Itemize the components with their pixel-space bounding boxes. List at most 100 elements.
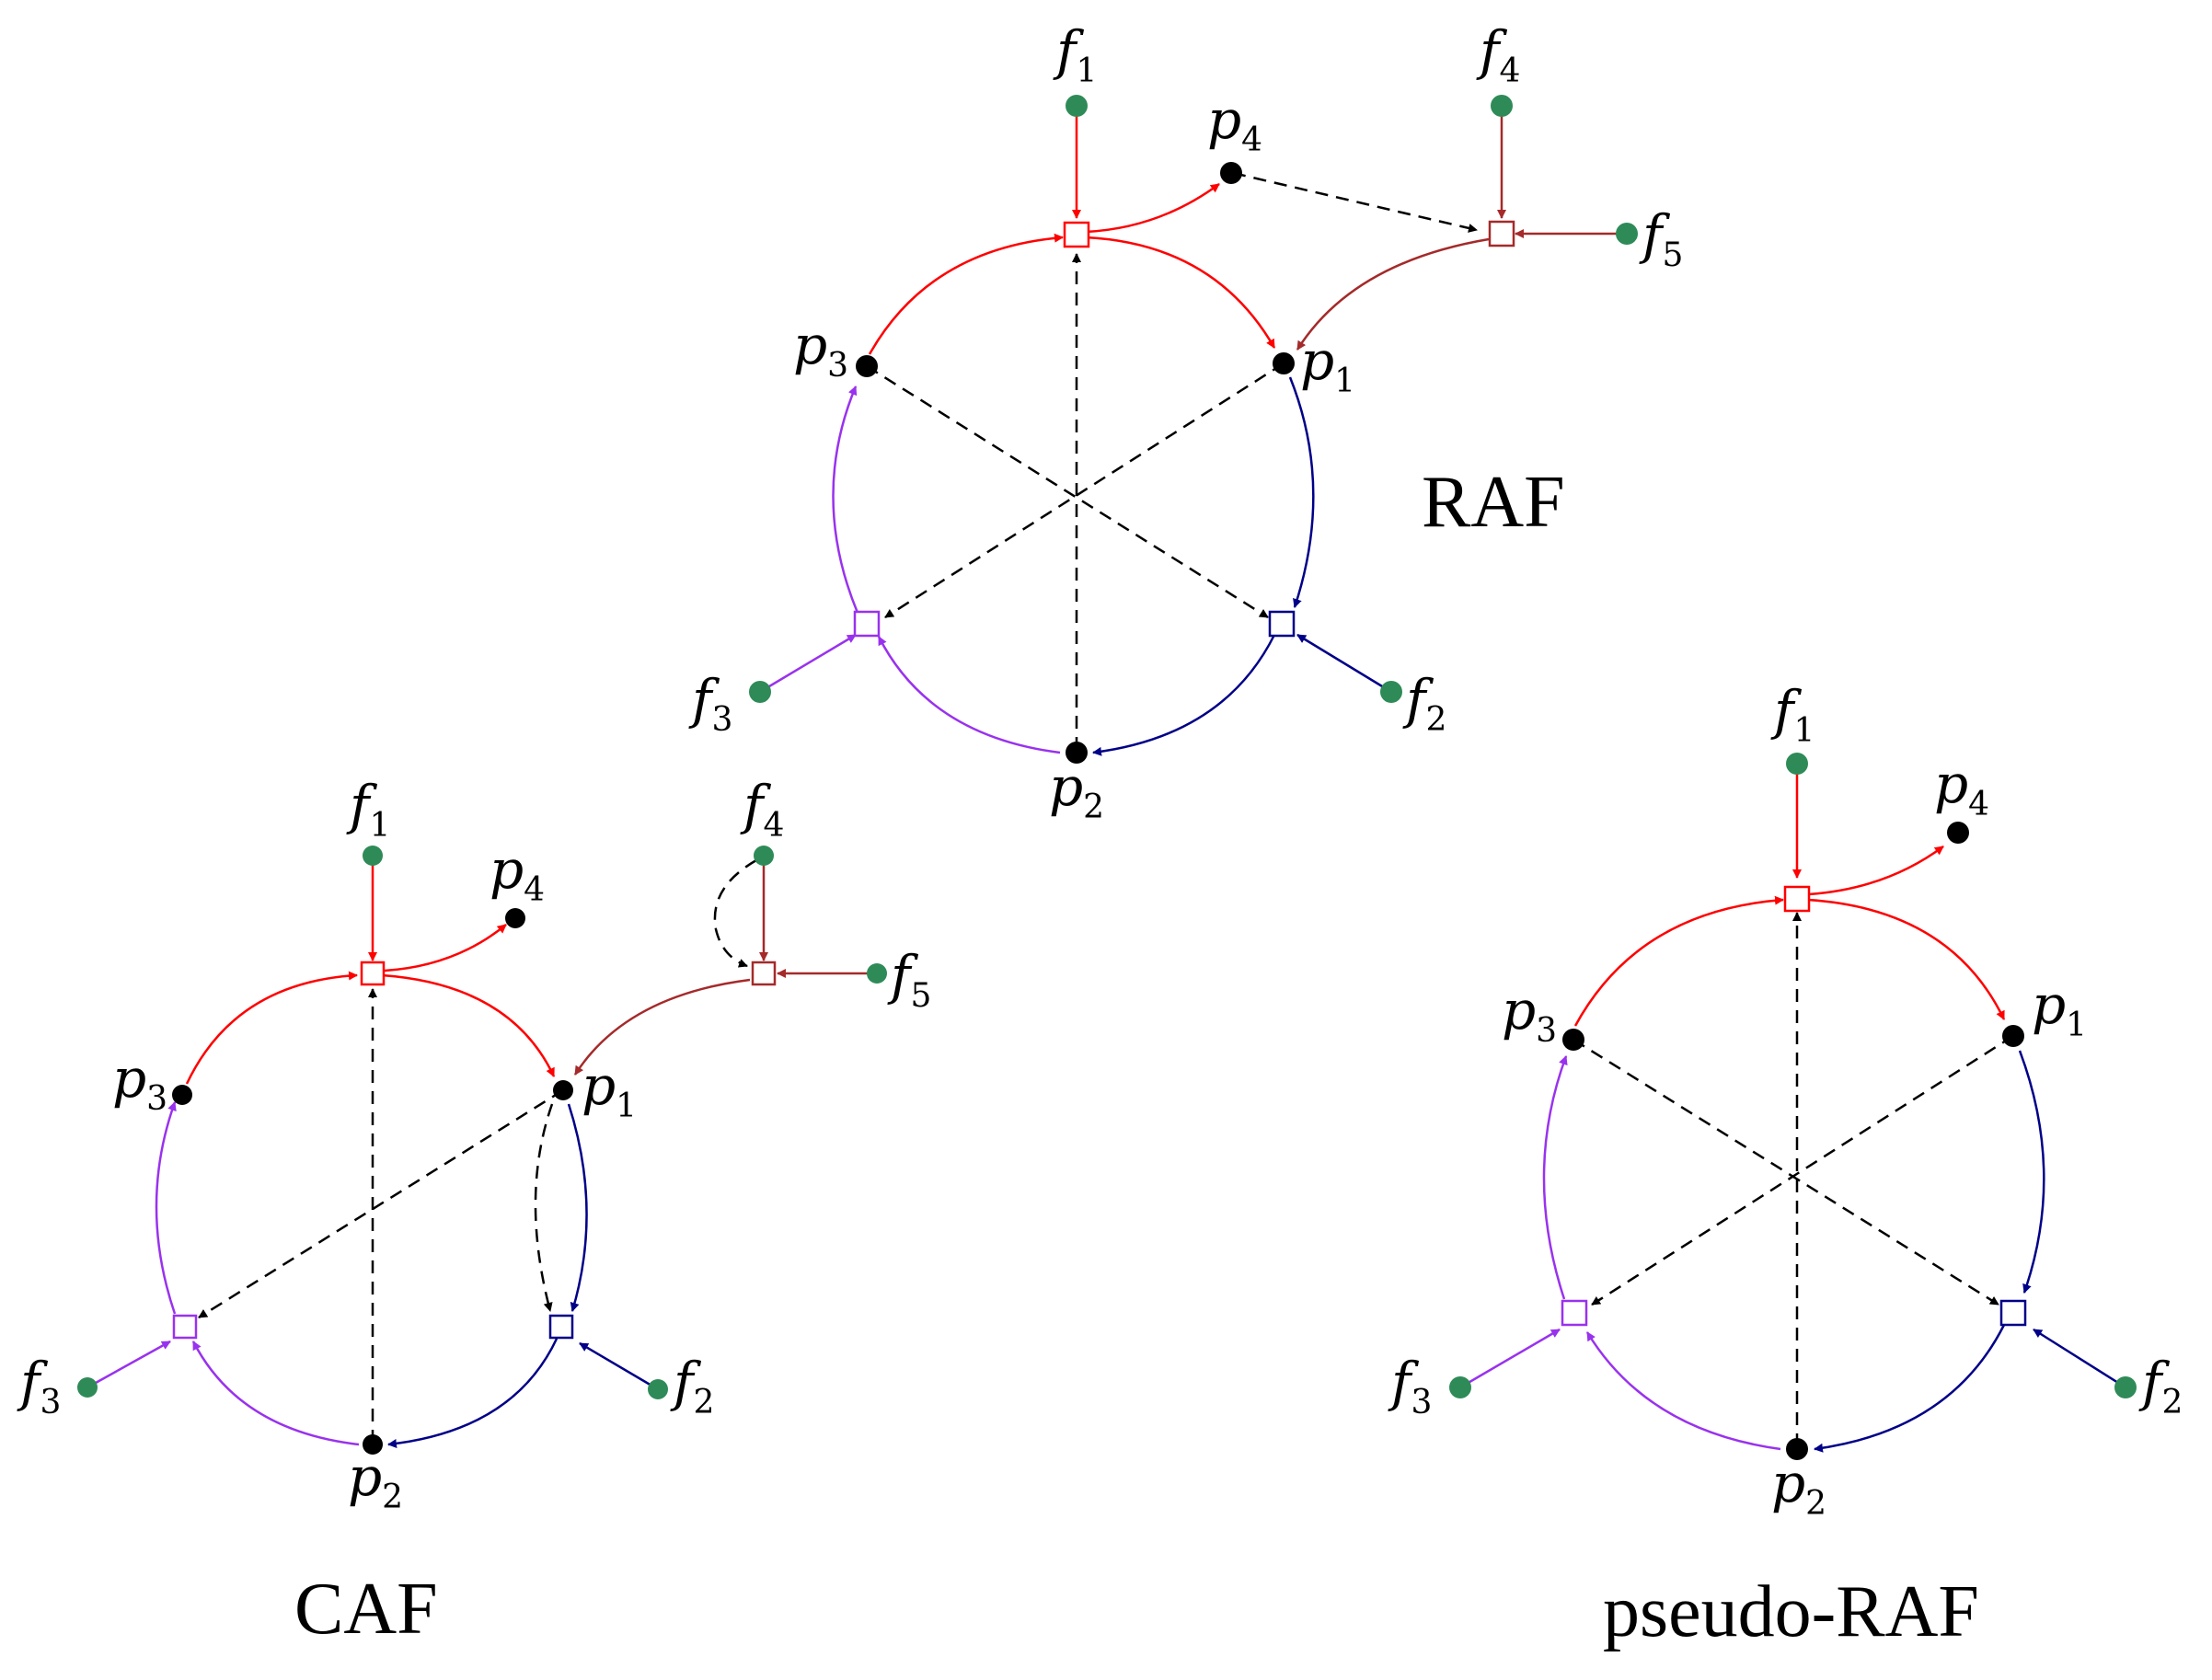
label-f3: f3 <box>1388 1351 1432 1421</box>
label-f2: f2 <box>1402 668 1446 739</box>
label-p4: p4 <box>1207 88 1262 159</box>
panel-raf: f1 f2 f3 f4 f5 p1 p2 p3 p4 RAF <box>688 19 1683 826</box>
food-node-f5 <box>867 963 887 984</box>
edge-p2-r3 <box>191 1341 360 1446</box>
catalysis-p1-r3 <box>884 362 1285 619</box>
reaction-r1 <box>1783 885 1811 913</box>
reaction-r4 <box>1488 220 1515 247</box>
edge-r3-p3 <box>155 1101 177 1315</box>
food-node-f4 <box>754 846 774 866</box>
label-p2: p2 <box>1771 1452 1826 1523</box>
label-f1: f1 <box>1770 679 1815 750</box>
label-f2: f2 <box>670 1351 714 1421</box>
edge-r1-p4 <box>384 924 507 972</box>
reaction-r1 <box>360 961 386 986</box>
catalysis-p3-r2 <box>1573 1038 1999 1306</box>
edge-r4-p1 <box>573 978 751 1076</box>
edge-p2-r3 <box>1585 1331 1781 1451</box>
product-node-p3 <box>856 355 878 377</box>
reaction-r3 <box>172 1314 198 1340</box>
product-node-p4 <box>505 908 525 928</box>
reaction-r2 <box>1268 610 1296 638</box>
product-node-p3 <box>172 1085 192 1105</box>
edge-f3-r3 <box>1459 1328 1561 1389</box>
label-p4: p4 <box>490 838 545 909</box>
edge-p3-r1 <box>868 233 1064 355</box>
edge-p1-r2 <box>567 1103 588 1312</box>
edge-f2-r2 <box>1296 633 1392 694</box>
panel-pseudo-raf: f1 f2 f3 p1 p2 p3 p4 pseudo-RAF <box>1388 679 2183 1652</box>
edge-f2-r2 <box>579 1341 659 1391</box>
reaction-r4 <box>751 961 777 986</box>
edge-p3-r1 <box>185 971 358 1085</box>
product-node-p3 <box>1562 1029 1584 1051</box>
edge-f2-r2 <box>2033 1328 2126 1389</box>
edge-r1-p1 <box>381 973 556 1077</box>
label-f5: f5 <box>1639 203 1683 274</box>
food-node-f4 <box>1491 95 1513 117</box>
label-p1: p1 <box>582 1054 637 1125</box>
edge-r3-p3 <box>1542 1055 1568 1300</box>
reaction-r3 <box>853 610 881 638</box>
panel-title-pseudo-raf: pseudo-RAF <box>1603 1571 1979 1652</box>
food-node-f3 <box>77 1377 98 1398</box>
catalysis-p4-r4 <box>1232 171 1478 233</box>
edge-r2-p2 <box>387 1338 559 1448</box>
label-f3: f3 <box>688 668 732 739</box>
food-node-f2 <box>2114 1376 2137 1398</box>
reaction-r2 <box>1999 1299 2027 1327</box>
product-node-p1 <box>2002 1025 2024 1047</box>
catalysis-p1-r2 <box>534 1103 554 1312</box>
label-f4: f4 <box>740 774 784 845</box>
label-f5: f5 <box>887 944 931 1015</box>
label-f4: f4 <box>1476 19 1520 90</box>
product-node-p4 <box>1220 162 1242 184</box>
catalysis-p1-r3 <box>1591 1034 2014 1306</box>
catalysis-f4-r4 <box>713 858 757 968</box>
product-node-p2 <box>1066 742 1088 764</box>
edge-f3-r3 <box>759 633 857 694</box>
label-p3: p3 <box>1502 979 1557 1050</box>
label-f1: f1 <box>346 774 390 845</box>
panel-title-raf: RAF <box>1422 462 1565 543</box>
edge-r4-p1 <box>1296 237 1490 351</box>
food-node-f5 <box>1616 223 1638 245</box>
reaction-r1 <box>1063 221 1090 248</box>
food-node-f1 <box>363 846 383 866</box>
food-node-f2 <box>1380 681 1402 703</box>
edge-f3-r3 <box>86 1340 171 1389</box>
edge-r2-p2 <box>1814 1324 2006 1453</box>
panel-title-caf: CAF <box>294 1569 438 1650</box>
food-node-f2 <box>648 1379 668 1399</box>
edge-r1-p4 <box>1808 845 1944 896</box>
catalysis-p3-r2 <box>866 364 1269 619</box>
reaction-r2 <box>548 1314 574 1340</box>
edge-r1-p4 <box>1085 182 1220 234</box>
label-p4: p4 <box>1934 753 1989 823</box>
panel-caf: f1 f2 f3 f4 f5 p1 p2 p3 p4 CAF <box>17 774 931 1650</box>
edge-p3-r1 <box>1573 895 1784 1027</box>
edge-r2-p2 <box>1092 634 1276 756</box>
product-node-p1 <box>553 1080 573 1100</box>
product-node-p1 <box>1273 352 1295 374</box>
edge-r1-p1 <box>1807 898 2006 1020</box>
label-f1: f1 <box>1053 19 1097 90</box>
edge-r3-p3 <box>832 385 859 614</box>
label-p1: p1 <box>2032 973 2087 1044</box>
food-node-f3 <box>1449 1376 1471 1398</box>
reaction-r3 <box>1561 1299 1588 1327</box>
food-node-f1 <box>1786 753 1808 775</box>
edge-r1-p1 <box>1085 236 1276 349</box>
edge-p2-r3 <box>877 636 1061 754</box>
label-p2: p2 <box>348 1445 403 1516</box>
product-node-p4 <box>1947 822 1969 844</box>
edge-p1-r2 <box>2018 1050 2045 1294</box>
food-node-f3 <box>749 681 771 703</box>
label-p3: p3 <box>793 314 848 385</box>
product-node-p2 <box>1786 1438 1808 1460</box>
catalysis-p1-r3 <box>198 1088 564 1319</box>
food-node-f1 <box>1066 95 1088 117</box>
product-node-p2 <box>363 1434 383 1455</box>
edge-p1-r2 <box>1288 376 1315 608</box>
